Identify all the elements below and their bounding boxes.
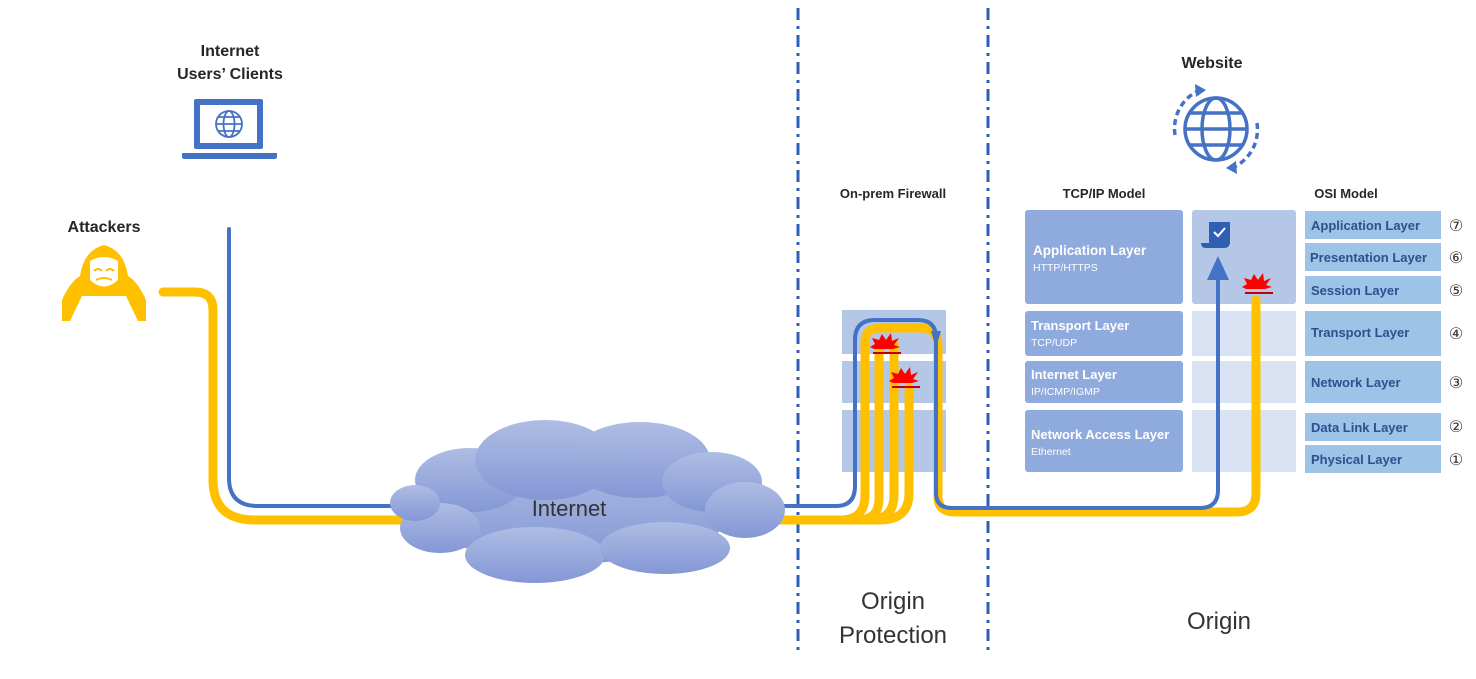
tcpip-layer-name: Network Access Layer	[1031, 427, 1169, 442]
osi-layer-number: ①	[1449, 452, 1463, 469]
osi-layer-name: Presentation Layer	[1310, 250, 1427, 265]
osi-model-stack	[1305, 211, 1441, 473]
legit-path	[227, 227, 1220, 510]
internet-label: Internet	[532, 496, 607, 521]
clients-label-line1: Internet	[201, 43, 260, 60]
osi-layer-number: ③	[1449, 375, 1463, 392]
block-burst-icon	[1242, 273, 1273, 294]
attackers-label: Attackers	[68, 219, 141, 236]
firewall-label: On-prem Firewall	[840, 186, 946, 201]
website-label: Website	[1181, 55, 1242, 72]
osi-layer-name: Physical Layer	[1311, 452, 1402, 467]
tcpip-model-stack	[1025, 210, 1183, 472]
tcpip-transport-block	[1025, 311, 1183, 356]
refresh-arrow-head	[1226, 161, 1237, 174]
osi-layer-number: ⑥	[1449, 250, 1463, 267]
arrow-head-down	[931, 331, 941, 348]
tcpip-layer-name: Internet Layer	[1031, 367, 1117, 382]
osi-layer-number: ④	[1449, 326, 1463, 343]
cloud-icon	[390, 420, 785, 583]
tcpip-layer-name: Application Layer	[1033, 243, 1147, 258]
block-burst-icon	[889, 367, 920, 388]
tcpip-layer-protocols: TCP/UDP	[1031, 337, 1077, 349]
tcpip-layer-protocols: HTTP/HTTPS	[1033, 262, 1098, 274]
attack-paths	[158, 287, 1261, 525]
tcpip-layer-protocols: IP/ICMP/IGMP	[1031, 386, 1100, 398]
tcpip-network-access-block	[1025, 410, 1183, 472]
origin-column	[1192, 210, 1296, 472]
globe-icon	[215, 110, 243, 138]
origin-label: Origin	[1187, 608, 1251, 635]
clients-label-line2: Users’ Clients	[177, 66, 283, 83]
website-globe-icon	[1172, 88, 1260, 170]
tcpip-layer-protocols: Ethernet	[1031, 446, 1071, 458]
tcpip-application-block	[1025, 210, 1183, 304]
osi-layer-name: Transport Layer	[1311, 325, 1409, 340]
document-check-icon	[1201, 222, 1230, 248]
block-burst-icon	[870, 333, 901, 354]
osi-layer-name: Application Layer	[1311, 218, 1420, 233]
refresh-arrow-head	[1195, 84, 1206, 97]
arrow-head-up	[1207, 256, 1229, 280]
origin-protection-label-line2: Protection	[839, 622, 947, 649]
origin-protection-label-line1: Origin	[861, 588, 925, 615]
tcpip-internet-block	[1025, 361, 1183, 403]
tcpip-model-title: TCP/IP Model	[1063, 186, 1146, 201]
osi-layer-number: ⑦	[1449, 218, 1463, 235]
osi-layer-name: Session Layer	[1311, 283, 1399, 298]
osi-layer-number: ⑤	[1449, 283, 1463, 300]
osi-layer-number: ②	[1449, 419, 1463, 436]
osi-layer-name: Network Layer	[1311, 375, 1401, 390]
hacker-icon	[62, 245, 146, 321]
osi-layer-name: Data Link Layer	[1311, 420, 1408, 435]
tcpip-layer-name: Transport Layer	[1031, 318, 1129, 333]
laptop-icon	[182, 99, 277, 159]
osi-model-title: OSI Model	[1314, 186, 1378, 201]
